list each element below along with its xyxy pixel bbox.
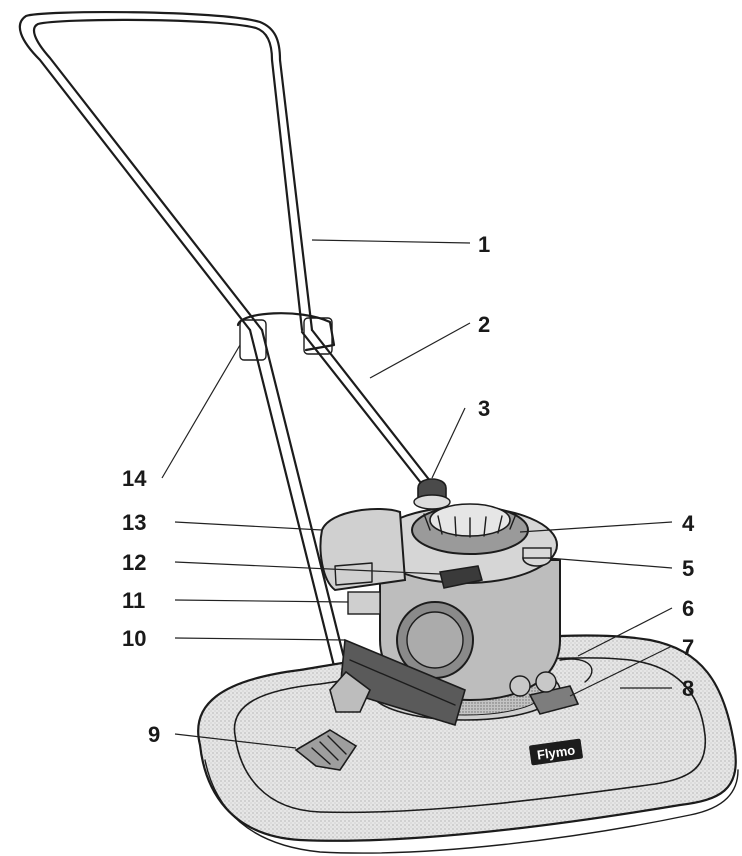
engine [319,478,593,727]
handle [18,10,447,692]
callout-9: 9 [148,722,160,747]
handle-mount [329,670,371,713]
leader-lines [161,239,673,749]
callout-1: 1 [478,232,490,257]
callout-11: 11 [122,588,145,613]
callout-4: 4 [682,511,695,536]
flymo-logo: Flymo [529,738,583,766]
callout-12: 12 [122,550,146,575]
callout-labels: 1 2 3 4 5 6 7 8 9 10 11 12 13 14 [122,232,695,747]
callout-6: 6 [682,596,694,621]
logo-text: Flymo [536,742,576,762]
height-adjuster [294,729,358,771]
callout-3: 3 [478,396,490,421]
callout-2: 2 [478,312,490,337]
handle-clamp [239,319,267,361]
callout-5: 5 [682,556,694,581]
callout-7: 7 [682,635,694,660]
callout-8: 8 [682,676,694,701]
callout-14: 14 [122,466,147,491]
callout-10: 10 [122,626,146,651]
callout-13: 13 [122,510,146,535]
